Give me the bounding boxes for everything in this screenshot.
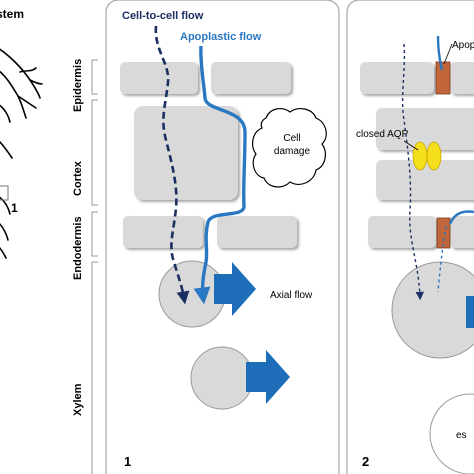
panel-2: closed AQP es Apop 2	[346, 0, 474, 474]
axial-flow-arrow	[246, 350, 290, 404]
panel-1: Cell damage Axial flow Cell-to-cell flow…	[105, 0, 340, 474]
apoplastic-flow-path	[448, 210, 474, 225]
axial-flow-label: Axial flow	[270, 290, 313, 301]
cell-damage-label-line2: damage	[274, 146, 311, 157]
root-zoom-box	[0, 185, 9, 201]
xylem-label: Xylem	[72, 383, 84, 416]
cortex-label: Cortex	[72, 160, 84, 196]
cell-to-cell-flow-label: Cell-to-cell flow	[122, 10, 204, 22]
cortex-cell	[376, 160, 474, 200]
axial-flow-arrow-partial	[466, 296, 474, 328]
casparian-band	[435, 61, 451, 95]
epidermis-cell	[450, 62, 474, 94]
cell-damage-cloud	[252, 108, 327, 188]
tissue-labels: Epidermis Cortex Endodermis Xylem	[72, 59, 84, 416]
epidermis-label: Epidermis	[72, 59, 84, 112]
cell-to-cell-flow-path	[154, 25, 190, 305]
apoplastic-pointer-line	[443, 43, 453, 65]
endodermis-cell	[368, 216, 436, 248]
endodermis-bracket	[91, 211, 98, 257]
cortex-cell	[376, 108, 474, 150]
epidermis-cell	[360, 62, 434, 94]
panel-2-number: 2	[362, 454, 369, 469]
closed-aqp-icon	[412, 141, 428, 171]
casparian-band	[436, 217, 451, 249]
closed-aqp-label: closed AQP	[356, 129, 409, 140]
cortex-bracket	[91, 99, 98, 206]
xylem-vessel	[391, 261, 474, 359]
root-marker-label: 1	[11, 201, 18, 215]
apoplastic-flow-path	[193, 45, 247, 305]
panel-1-number: 1	[124, 454, 131, 469]
epidermis-bracket	[91, 59, 98, 95]
root-sketch: stem 1	[0, 7, 43, 259]
apoplastic-label-partial: Apop	[452, 40, 474, 51]
root-branches	[0, 48, 43, 259]
endodermis-label: Endodermis	[72, 216, 84, 280]
vessel-partial-label: es	[456, 430, 467, 441]
endodermis-cell	[123, 216, 203, 248]
xylem-bracket	[91, 261, 98, 474]
closed-aqp-icon	[426, 141, 442, 171]
xylem-vessel-empty	[429, 393, 474, 474]
epidermis-cell	[120, 62, 198, 94]
epidermis-cell	[211, 62, 291, 94]
xylem-vessel	[190, 346, 254, 410]
cortex-cell	[134, 106, 238, 200]
stem-label: stem	[0, 7, 24, 21]
apoplastic-flow-path-thin	[437, 225, 447, 293]
apoplastic-flow-label: Apoplastic flow	[180, 31, 262, 43]
endodermis-cell	[450, 216, 474, 248]
apoplastic-flow-path	[436, 35, 444, 71]
axial-flow-arrow	[214, 262, 256, 316]
cell-damage-label-line1: Cell	[283, 133, 300, 144]
endodermis-cell	[217, 216, 297, 248]
tissue-brackets	[91, 59, 98, 474]
